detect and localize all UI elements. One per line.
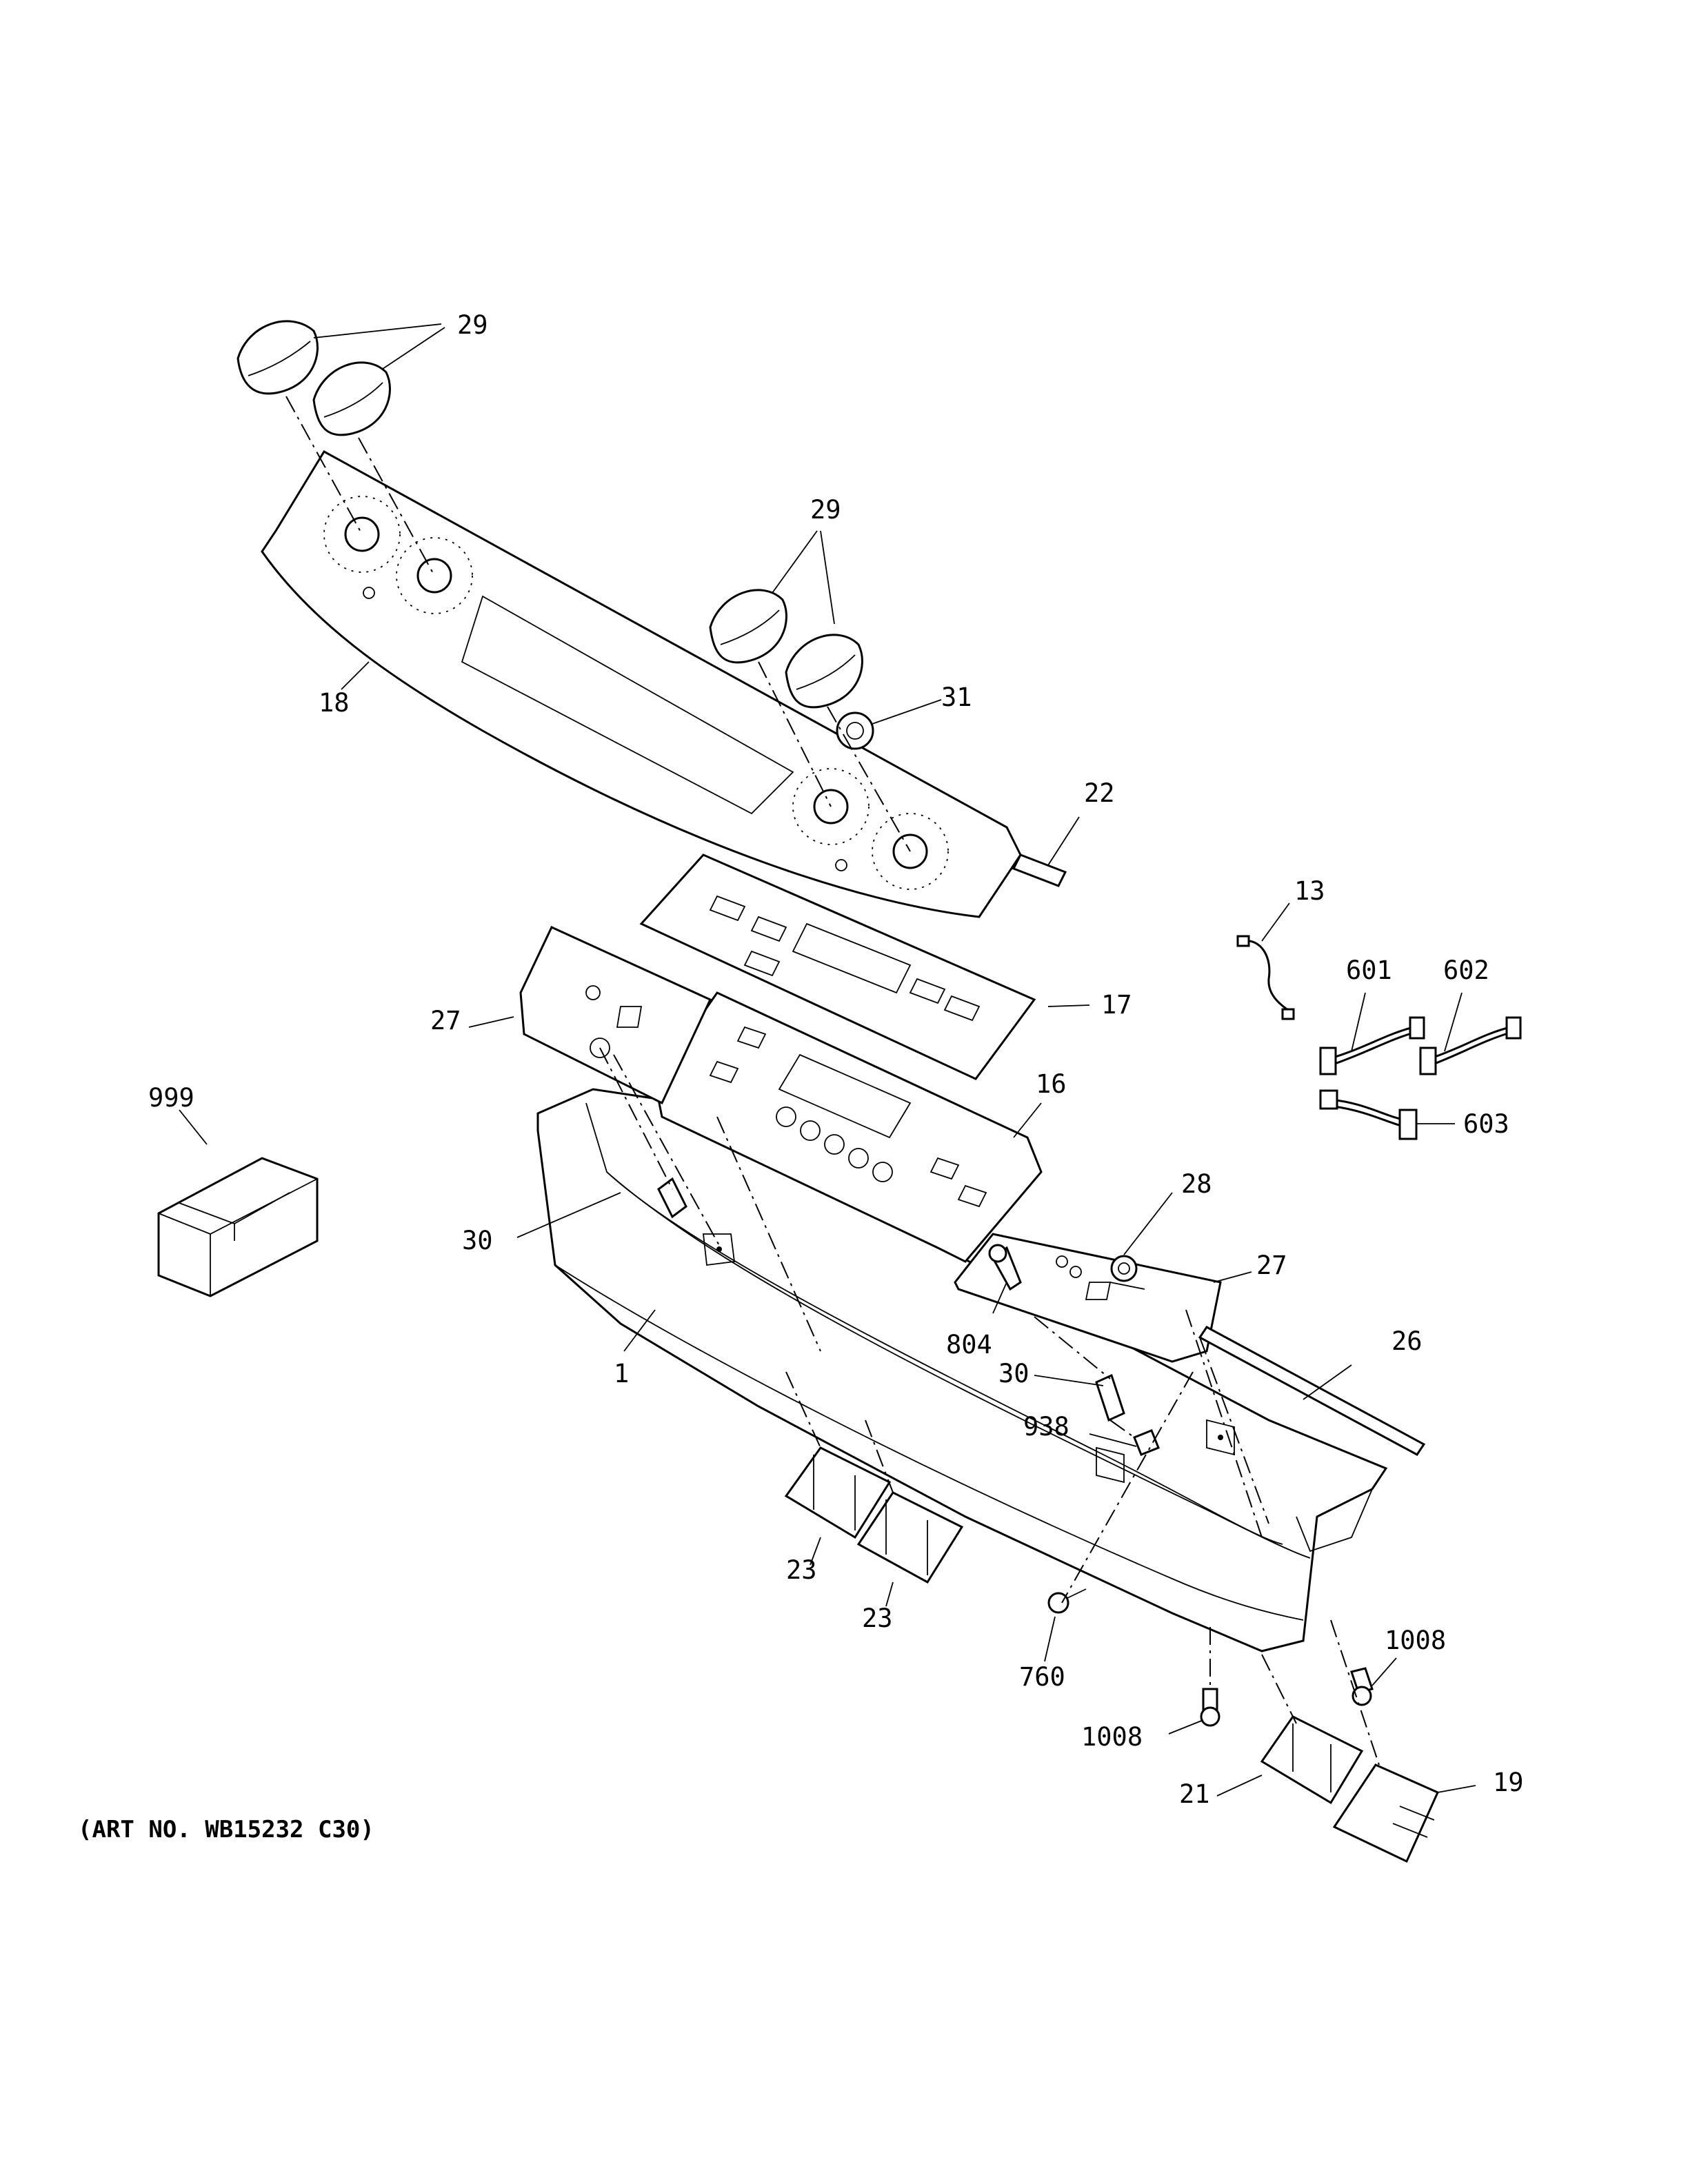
callout-1008a: 1008 bbox=[1081, 1722, 1143, 1752]
callout-999: 999 bbox=[148, 1083, 194, 1113]
wire-13 bbox=[1236, 935, 1295, 1020]
trim-strip-26 bbox=[1198, 1326, 1426, 1456]
harness-603 bbox=[1319, 1089, 1418, 1140]
membrane-overlay-17 bbox=[639, 853, 1036, 1080]
callout-603: 603 bbox=[1463, 1109, 1509, 1139]
callout-29b: 29 bbox=[810, 495, 841, 525]
knob-29c bbox=[709, 589, 787, 664]
callout-19: 19 bbox=[1493, 1768, 1524, 1797]
screw-1008b bbox=[1350, 1667, 1374, 1706]
grommet-31 bbox=[836, 711, 874, 750]
callout-26: 26 bbox=[1391, 1326, 1423, 1356]
callout-30b: 30 bbox=[998, 1359, 1029, 1388]
callout-1: 1 bbox=[614, 1359, 629, 1388]
callout-27b: 27 bbox=[1256, 1251, 1287, 1280]
lamp-30a bbox=[657, 1177, 687, 1219]
screw-1008a bbox=[1200, 1688, 1220, 1727]
callout-804: 804 bbox=[946, 1330, 992, 1359]
art-number-caption: (ART NO. WB15232 C30) bbox=[78, 1816, 374, 1843]
callout-760: 760 bbox=[1019, 1662, 1065, 1692]
callout-22: 22 bbox=[1084, 778, 1115, 808]
harness-602 bbox=[1419, 1016, 1522, 1075]
sensor-28 bbox=[1109, 1255, 1145, 1290]
leader-lines bbox=[179, 323, 1476, 1797]
screw-804 bbox=[988, 1244, 1022, 1291]
relay-19 bbox=[1332, 1763, 1439, 1863]
callout-23a: 23 bbox=[786, 1555, 817, 1585]
control-board-16 bbox=[654, 991, 1043, 1263]
callout-602: 602 bbox=[1443, 956, 1489, 985]
callout-16: 16 bbox=[1036, 1069, 1067, 1099]
callout-31: 31 bbox=[941, 682, 972, 712]
knob-29a bbox=[237, 320, 319, 395]
knob-29d bbox=[785, 634, 863, 709]
switch-21 bbox=[1260, 1715, 1364, 1805]
callout-23b: 23 bbox=[862, 1604, 893, 1633]
callout-13: 13 bbox=[1294, 876, 1325, 906]
callout-1008b: 1008 bbox=[1385, 1626, 1446, 1655]
switch-23b bbox=[856, 1491, 964, 1584]
callout-21: 21 bbox=[1179, 1779, 1210, 1809]
bracket-27-left bbox=[519, 926, 712, 1105]
callout-27a: 27 bbox=[430, 1006, 461, 1035]
callout-601: 601 bbox=[1346, 956, 1392, 985]
callout-labels: 29 29 18 31 22 13 601 602 603 17 27 16 9… bbox=[148, 310, 1524, 1809]
callout-29a: 29 bbox=[457, 310, 488, 340]
box-999 bbox=[157, 1157, 319, 1297]
callout-938: 938 bbox=[1023, 1412, 1069, 1442]
lamp-30b bbox=[1095, 1373, 1125, 1422]
callout-17: 17 bbox=[1101, 990, 1132, 1020]
screw-760 bbox=[1047, 1588, 1087, 1614]
clip-938 bbox=[1133, 1429, 1160, 1456]
knob-29b bbox=[312, 361, 391, 436]
upper-control-panel bbox=[261, 449, 1022, 918]
callout-30a: 30 bbox=[462, 1226, 493, 1255]
callout-28: 28 bbox=[1181, 1169, 1212, 1199]
callout-18: 18 bbox=[319, 688, 350, 718]
bracket-27-right bbox=[954, 1233, 1222, 1363]
assembly-lines bbox=[285, 396, 1380, 1766]
trim-strip-22 bbox=[1012, 853, 1067, 887]
harness-601 bbox=[1319, 1016, 1425, 1075]
